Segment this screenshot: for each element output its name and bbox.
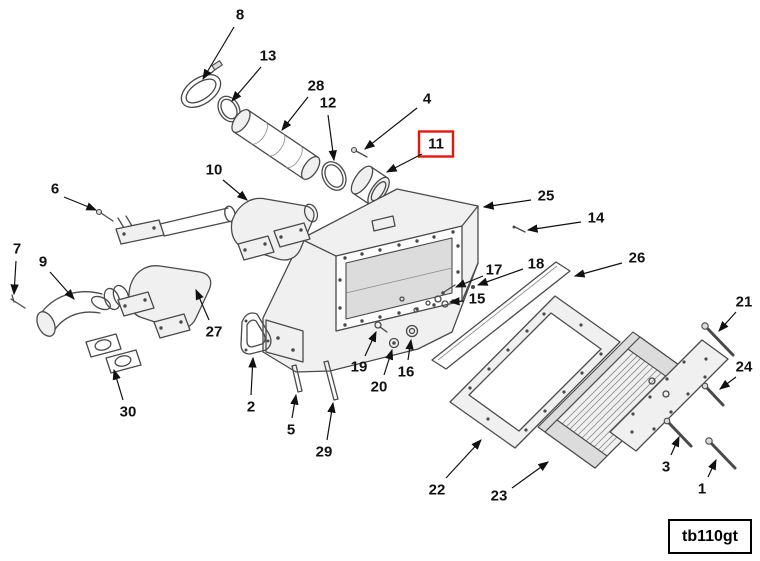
callout-arrow-1 <box>707 458 717 478</box>
callout-label-7: 7 <box>13 241 21 258</box>
part-1-bolt-icon <box>705 437 737 470</box>
diagram-code-label: tb110gt <box>681 527 738 545</box>
callout-arrow-26 <box>573 262 623 278</box>
drawing-parts-layer <box>10 60 737 470</box>
part-19-bolt-icon <box>374 321 388 333</box>
callout-label-21: 21 <box>736 294 753 311</box>
part-11-coupling-icon <box>350 165 390 206</box>
callout-arrow-8 <box>202 26 235 81</box>
callout-arrow-25 <box>482 199 532 210</box>
callout-label-24: 24 <box>736 359 753 376</box>
callout-arrow-2 <box>248 356 257 396</box>
callout-arrow-20 <box>383 348 394 376</box>
part-end-plate-icon <box>609 339 729 452</box>
callout-label-27: 27 <box>206 324 223 341</box>
callout-label-22: 22 <box>429 482 446 499</box>
callout-arrow-23 <box>511 461 549 489</box>
part-22-gasket-icon <box>449 295 621 449</box>
part-25-housing-icon <box>262 188 479 373</box>
part-9-elbow-icon <box>36 284 130 337</box>
callout-arrow-17 <box>454 275 484 288</box>
callout-arrow-19 <box>364 330 377 357</box>
part-24-screw-icon <box>701 382 725 407</box>
part-5-stud-icon <box>291 364 303 393</box>
callout-arrow-22 <box>445 439 482 479</box>
part-8-clamp-icon <box>180 60 223 109</box>
callout-label-2: 2 <box>247 399 255 416</box>
callout-arrow-4 <box>364 107 418 150</box>
part-28-tube-icon <box>231 108 321 180</box>
part-12-oring-icon <box>321 161 347 191</box>
callout-arrow-14 <box>526 221 582 233</box>
callout-arrow-9 <box>49 271 75 300</box>
part-20-plug-icon <box>388 337 400 349</box>
callout-label-28: 28 <box>308 78 325 95</box>
callout-label-20: 20 <box>371 379 388 396</box>
callout-label-13: 13 <box>260 48 277 65</box>
callout-arrow-3 <box>670 435 680 456</box>
callout-arrow-29 <box>326 401 336 441</box>
part-17-stud-icon <box>441 284 456 295</box>
part-30-gaskets-icon <box>85 333 142 374</box>
callout-label-15: 15 <box>469 291 486 308</box>
callout-arrow-6 <box>63 196 98 211</box>
callout-arrow-5 <box>290 393 299 419</box>
callout-arrow-24 <box>719 376 737 390</box>
callout-label-10: 10 <box>206 162 223 179</box>
part-29-stud-icon <box>323 360 339 401</box>
part-10-manifold-icon <box>115 197 319 261</box>
callout-label-30: 30 <box>120 404 137 421</box>
part-26-gasket-icon <box>431 261 571 370</box>
part-27-manifold-icon <box>117 265 212 339</box>
callout-arrow-13 <box>231 66 262 102</box>
callout-arrow-30 <box>112 368 124 401</box>
callout-arrow-18 <box>476 268 524 286</box>
callout-label-1: 1 <box>698 481 706 498</box>
callout-label-4: 4 <box>423 91 432 108</box>
callout-label-11: 11 <box>428 136 444 153</box>
callout-arrow-11 <box>385 153 423 173</box>
callout-label-12: 12 <box>320 95 337 112</box>
part-7-stud-icon <box>10 294 26 309</box>
callout-label-17: 17 <box>486 262 503 279</box>
callout-arrow-21 <box>718 311 737 332</box>
part-14-pin-icon <box>512 225 526 233</box>
callout-arrow-12 <box>327 114 337 162</box>
callout-label-19: 19 <box>351 359 368 376</box>
callout-label-3: 3 <box>662 459 670 476</box>
callout-label-29: 29 <box>316 444 333 461</box>
callout-label-9: 9 <box>39 254 47 271</box>
part-3-stud-icon <box>663 417 693 448</box>
callout-label-18: 18 <box>528 256 545 273</box>
part-21-bolt-icon <box>701 322 735 357</box>
callout-label-6: 6 <box>51 181 59 198</box>
callout-label-16: 16 <box>398 364 415 381</box>
part-16-ring-icon <box>405 324 419 338</box>
callout-label-25: 25 <box>538 188 555 205</box>
callout-arrow-15 <box>448 297 465 306</box>
callout-label-14: 14 <box>588 210 605 227</box>
callout-arrow-16 <box>405 338 414 361</box>
callout-arrow-10 <box>222 179 248 201</box>
callout-arrow-7 <box>10 260 19 296</box>
part-2-gasket-icon <box>240 312 272 355</box>
highlight-box-11 <box>417 130 455 158</box>
part-18-pin-icon <box>471 285 475 289</box>
diagram-code-box: tb110gt <box>668 519 752 554</box>
part-6-screw-icon <box>95 208 114 222</box>
callout-label-8: 8 <box>236 7 244 24</box>
part-4-screw-icon <box>350 146 368 158</box>
callout-arrow-27 <box>195 288 210 321</box>
callout-label-23: 23 <box>491 488 508 505</box>
callout-label-5: 5 <box>287 422 295 439</box>
callout-label-26: 26 <box>629 250 646 267</box>
part-15-washers-icon <box>434 295 449 308</box>
callout-arrow-28 <box>281 96 309 131</box>
